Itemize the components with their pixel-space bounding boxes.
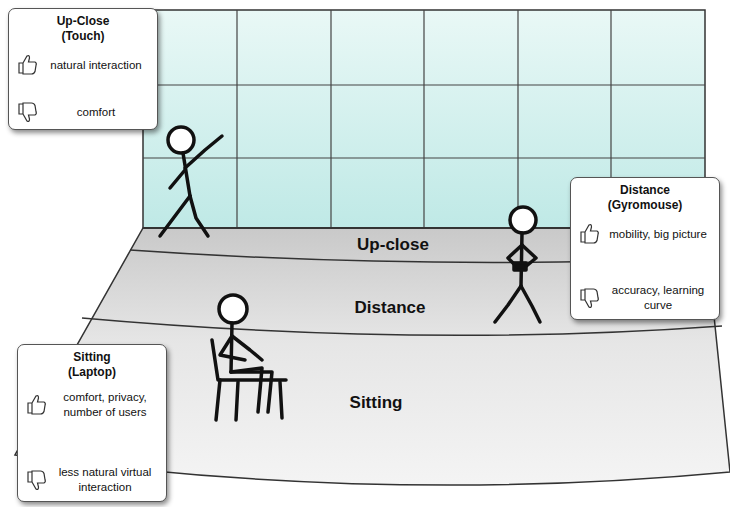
callout-heading: Distance (Gyromouse)	[598, 183, 693, 213]
up-close-callout: Up-Close (Touch) natural interaction comfo…	[8, 8, 158, 130]
standing-figure-touch	[160, 127, 222, 236]
zone-label: Up-close	[357, 235, 429, 255]
thumb-down-icon	[26, 469, 48, 491]
advantage-text: natural interaction	[39, 58, 149, 73]
sitting-callout: Sitting (Laptop) comfort, privacy, number…	[17, 344, 167, 502]
rating-row: less natural virtual interaction	[26, 465, 158, 495]
thumb-up-icon	[579, 223, 601, 245]
callout-heading: Sitting (Laptop)	[52, 350, 132, 380]
rating-row: mobility, big picture	[579, 223, 711, 245]
rating-row: comfort, privacy, number of users	[26, 390, 158, 420]
rating-row: natural interaction	[17, 54, 149, 76]
zone-label: Sitting	[350, 393, 403, 413]
thumb-down-icon	[17, 101, 39, 123]
distance-callout: Distance (Gyromouse) mobility, big pictur…	[570, 177, 720, 320]
advantage-text: comfort, privacy, number of users	[48, 390, 158, 420]
distance-zone-label: Distance	[352, 297, 429, 319]
drawback-text: comfort	[39, 105, 149, 120]
standing-figure-gyromouse	[495, 207, 540, 322]
up-close-zone-label: Up-close	[354, 234, 432, 256]
callout-heading: Up-Close (Touch)	[43, 14, 123, 44]
display-wall	[143, 10, 705, 228]
advantage-text: mobility, big picture	[601, 227, 711, 242]
thumb-down-icon	[579, 287, 601, 309]
thumb-up-icon	[17, 54, 39, 76]
drawback-text: accuracy, learning curve	[601, 283, 711, 313]
rating-row: accuracy, learning curve	[579, 283, 711, 313]
sitting-figure-laptop	[212, 295, 286, 420]
thumb-up-icon	[26, 394, 48, 416]
zone-label: Distance	[355, 298, 426, 318]
sitting-zone-label: Sitting	[347, 392, 406, 414]
rating-row: comfort	[17, 101, 149, 123]
drawback-text: less natural virtual interaction	[48, 465, 158, 495]
